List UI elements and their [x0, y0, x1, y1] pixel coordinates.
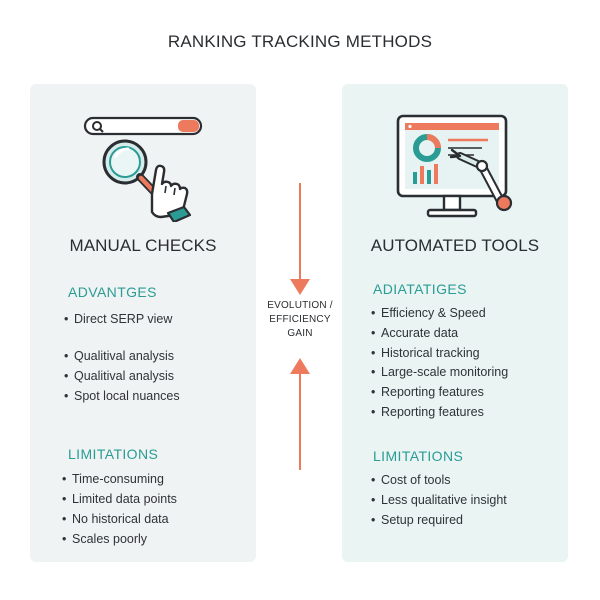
list-item: •Scales poorly: [62, 532, 148, 546]
list-item: •Cost of tools: [371, 473, 451, 487]
list-item: •Time-consuming: [62, 472, 164, 486]
list-item: •Large-scale monitoring: [371, 365, 509, 379]
evolution-efficiency-label: EVOLUTION / EFFICIENCY GAIN: [267, 300, 333, 339]
automated-tools-panel: AUTOMATED TOOLS ADIATATIGES •Efficiency …: [342, 84, 568, 562]
list-item: •Reporting features: [371, 405, 484, 419]
list-item: •Qualitival analysis: [64, 369, 175, 383]
right-limitations-title: LIMITATIONS: [373, 448, 464, 464]
list-item: •Limited data points: [62, 492, 177, 506]
manual-checks-heading: MANUAL CHECKS: [69, 236, 217, 255]
left-advantages-title: ADVANTGES: [68, 284, 157, 300]
list-item: •Spot local nuances: [64, 389, 180, 403]
list-item: •Setup required: [371, 513, 464, 527]
search-magnifier-hand-icon: [80, 110, 206, 222]
right-advantages-title: ADIATATIGES: [373, 281, 467, 297]
monitor-robot-arm-icon: [392, 110, 518, 222]
arrow-down-icon: [289, 183, 311, 302]
list-item: •Direct SERP view: [64, 312, 173, 326]
list-item: •Historical tracking: [371, 346, 480, 360]
list-item: •Reporting features: [371, 385, 484, 399]
manual-checks-panel: MANUAL CHECKS ADVANTGES •Direct SERP vie…: [30, 84, 256, 562]
list-item: •Less qualitative insight: [371, 493, 507, 507]
automated-tools-heading: AUTOMATED TOOLS: [370, 236, 540, 255]
arrow-up-icon: [289, 358, 311, 477]
list-item: •Efficiency & Speed: [371, 306, 486, 320]
left-limitations-title: LIMITATIONS: [68, 446, 159, 462]
page-title: RANKING TRACKING METHODS: [167, 32, 433, 51]
list-item: •Accurate data: [371, 326, 459, 340]
list-item: •No historical data: [62, 512, 169, 526]
list-item: •Qualitival analysis: [64, 349, 175, 363]
